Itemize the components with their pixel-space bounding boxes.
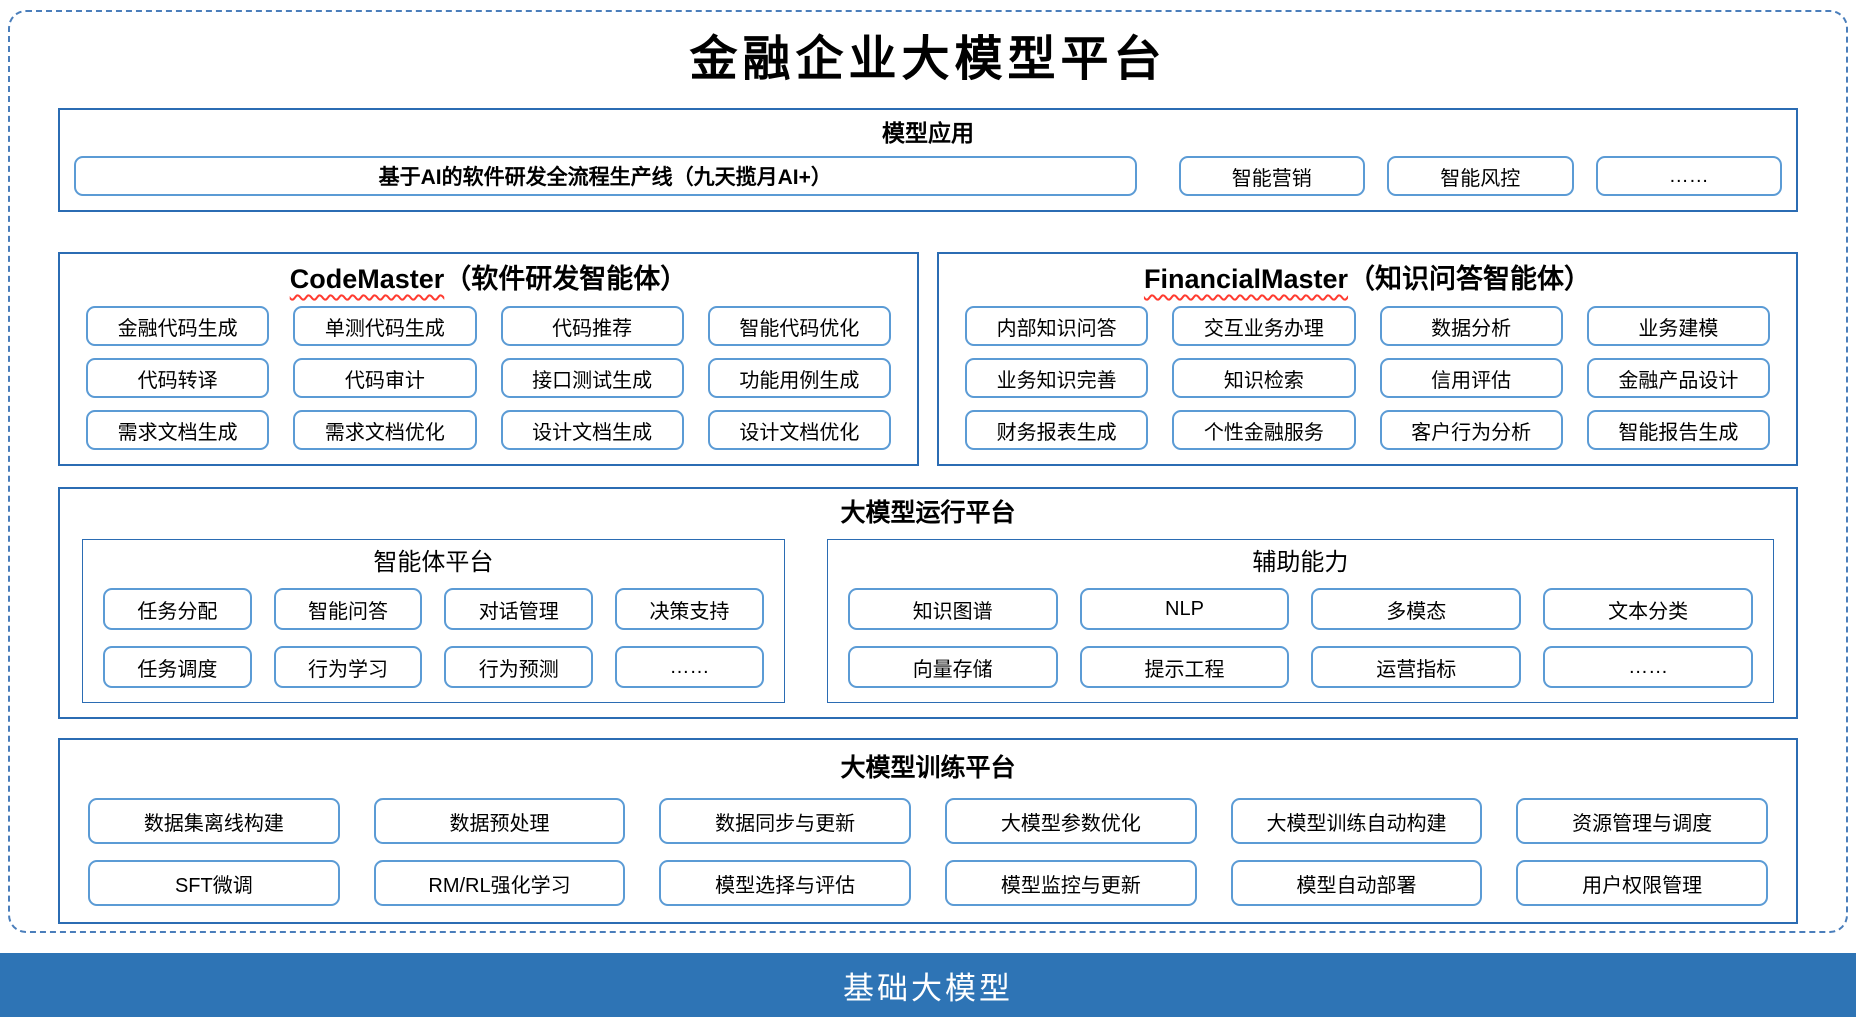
- training-platform-header: 大模型训练平台: [840, 754, 1016, 782]
- item-box: 数据同步与更新: [659, 798, 911, 844]
- item-box: 客户行为分析: [1379, 410, 1563, 450]
- item-box: 智能报告生成: [1586, 410, 1770, 450]
- item-box: 多模态: [1311, 588, 1522, 630]
- item-box: 提示工程: [1079, 646, 1290, 688]
- item-box: 用户权限管理: [1516, 860, 1768, 906]
- item-box: 行为学习: [273, 646, 423, 688]
- agent-platform-header: 智能体平台: [373, 549, 494, 576]
- item-box: ……: [1595, 156, 1782, 196]
- codemaster-name-suffix: （软件研发智能体）: [444, 264, 688, 294]
- item-box: 金融代码生成: [86, 306, 270, 346]
- item-box: 大模型参数优化: [945, 798, 1197, 844]
- item-box: 向量存储: [847, 646, 1058, 688]
- section-training-platform: 大模型训练平台 数据集离线构建数据预处理数据同步与更新大模型参数优化大模型训练自…: [58, 738, 1798, 924]
- item-box: 单测代码生成: [293, 306, 477, 346]
- foundation-model-bar: 基础大模型: [0, 953, 1856, 1017]
- aux-ability-header: 辅助能力: [1252, 549, 1349, 576]
- item-box: 交互业务办理: [1172, 306, 1356, 346]
- item-box: 知识图谱: [847, 588, 1058, 630]
- item-box: 任务分配: [103, 588, 252, 630]
- item-box: 智能风控: [1387, 156, 1574, 196]
- item-box: 模型自动部署: [1230, 860, 1483, 906]
- runtime-platform-header: 大模型运行平台: [840, 499, 1016, 527]
- item-box: 信用评估: [1379, 358, 1563, 398]
- item-box: 需求文档优化: [293, 410, 477, 450]
- platform-frame: 金融企业大模型平台 模型应用 基于AI的软件研发全流程生产线（九天揽月AI+） …: [8, 10, 1848, 933]
- item-box: RM/RL强化学习: [373, 860, 626, 906]
- codemaster-name: CodeMaster: [289, 264, 445, 294]
- item-box: 任务调度: [103, 646, 252, 688]
- item-box: 模型监控与更新: [945, 860, 1197, 906]
- item-box: 金融产品设计: [1586, 358, 1770, 398]
- item-box: 智能代码优化: [707, 306, 891, 346]
- section-financialmaster: FinancialMaster（知识问答智能体） 内部知识问答交互业务办理数据分…: [937, 252, 1798, 466]
- model-applications-row: 基于AI的软件研发全流程生产线（九天揽月AI+） 智能营销智能风控 ……: [74, 156, 1782, 196]
- item-box: 大模型训练自动构建: [1230, 798, 1483, 844]
- item-box: 资源管理与调度: [1516, 798, 1768, 844]
- item-box: 数据预处理: [373, 798, 626, 844]
- item-box: 行为预测: [444, 646, 594, 688]
- item-box: 智能问答: [273, 588, 423, 630]
- item-box: 功能用例生成: [707, 358, 891, 398]
- training-platform-items: 数据集离线构建数据预处理数据同步与更新大模型参数优化大模型训练自动构建资源管理与…: [88, 798, 1768, 906]
- item-box: 内部知识问答: [965, 306, 1149, 346]
- item-box: 知识检索: [1172, 358, 1356, 398]
- item-box: 需求文档生成: [86, 410, 270, 450]
- item-box: 财务报表生成: [965, 410, 1149, 450]
- section-agents: CodeMaster（软件研发智能体） 金融代码生成单测代码生成代码推荐智能代码…: [58, 252, 1798, 466]
- item-box: 代码审计: [293, 358, 477, 398]
- item-box: 数据分析: [1379, 306, 1563, 346]
- diagram-title: 金融企业大模型平台: [689, 31, 1167, 87]
- item-box: 业务知识完善: [965, 358, 1149, 398]
- section-codemaster: CodeMaster（软件研发智能体） 金融代码生成单测代码生成代码推荐智能代码…: [58, 252, 919, 466]
- runtime-subsections: 智能体平台 任务分配智能问答对话管理决策支持任务调度行为学习行为预测 …… 辅助能…: [82, 539, 1774, 703]
- item-box: ……: [615, 646, 764, 688]
- codemaster-items: 金融代码生成单测代码生成代码推荐智能代码优化代码转译代码审计接口测试生成功能用例…: [86, 306, 891, 450]
- item-box: 个性金融服务: [1172, 410, 1356, 450]
- item-box: 业务建模: [1586, 306, 1770, 346]
- foundation-model-label: 基础大模型: [843, 970, 1013, 1006]
- financialmaster-name-suffix: （知识问答智能体）: [1348, 264, 1592, 294]
- item-box: 接口测试生成: [500, 358, 684, 398]
- section-runtime-platform: 大模型运行平台 智能体平台 任务分配智能问答对话管理决策支持任务调度行为学习行为…: [58, 487, 1798, 719]
- app-pipeline-box: 基于AI的软件研发全流程生产线（九天揽月AI+）: [74, 156, 1137, 196]
- financialmaster-name: FinancialMaster: [1143, 264, 1349, 294]
- agent-platform-items: 任务分配智能问答对话管理决策支持任务调度行为学习行为预测 ……: [103, 588, 764, 688]
- codemaster-title: CodeMaster（软件研发智能体）: [86, 262, 891, 296]
- item-box: NLP: [1079, 588, 1290, 630]
- financialmaster-title: FinancialMaster（知识问答智能体）: [965, 262, 1770, 296]
- model-applications-header: 模型应用: [882, 120, 974, 146]
- subsection-aux-ability: 辅助能力 知识图谱 NLP 多模态文本分类向量存储提示工程运营指标 ……: [826, 539, 1774, 703]
- item-box: 模型选择与评估: [659, 860, 911, 906]
- item-box: 智能营销: [1178, 156, 1365, 196]
- subsection-agent-platform: 智能体平台 任务分配智能问答对话管理决策支持任务调度行为学习行为预测 ……: [82, 539, 785, 703]
- financialmaster-items: 内部知识问答交互业务办理数据分析业务建模业务知识完善知识检索信用评估金融产品设计…: [965, 306, 1770, 450]
- item-box: 运营指标: [1311, 646, 1522, 688]
- item-box: 代码转译: [86, 358, 270, 398]
- item-box: SFT微调: [88, 860, 340, 906]
- item-box: 文本分类: [1543, 588, 1753, 630]
- item-box: 决策支持: [615, 588, 764, 630]
- item-box: 设计文档优化: [707, 410, 891, 450]
- item-box: 设计文档生成: [500, 410, 684, 450]
- item-box: ……: [1543, 646, 1753, 688]
- section-model-applications: 模型应用 基于AI的软件研发全流程生产线（九天揽月AI+） 智能营销智能风控 ……: [58, 108, 1798, 212]
- item-box: 代码推荐: [500, 306, 684, 346]
- item-box: 数据集离线构建: [88, 798, 340, 844]
- item-box: 对话管理: [444, 588, 594, 630]
- aux-ability-items: 知识图谱 NLP 多模态文本分类向量存储提示工程运营指标 ……: [847, 588, 1753, 688]
